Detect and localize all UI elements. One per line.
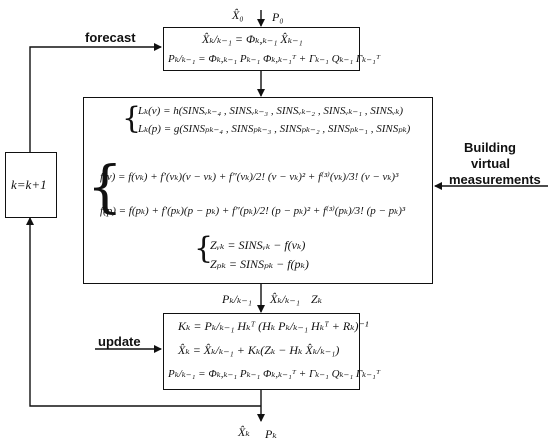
position-measurement-model: Lₖ(p) = g(SINSₚₖ₋₄ , SINSₚₖ₋₃ , SINSₚₖ₋₂…	[138, 123, 411, 135]
velocity-taylor-expansion: f(v) = f(vₖ) + f′(vₖ)(v − vₖ) + f″(vₖ)/2…	[100, 171, 399, 183]
measurement-label: Zₖ	[311, 292, 323, 306]
covariance-update-equation: Pₖ/ₖ₋₁ = Φₖ,ₖ₋₁ Pₖ₋₁ Φₖ,ₖ₋₁ᵀ + Γₖ₋₁ Qₖ₋₁…	[168, 368, 381, 380]
output-state-label: X̂ₖ	[238, 425, 250, 439]
taylor-expansion-brace: {	[87, 155, 123, 220]
state-prediction-equation: X̂ₖ/ₖ₋₁ = Φₖ,ₖ₋₁ X̂ₖ₋₁	[202, 32, 303, 46]
predicted-state-label: X̂ₖ/ₖ₋₁	[270, 292, 300, 306]
initial-state-label: X̂₀	[232, 8, 244, 22]
virtual-measurements-label-line1: Building	[464, 140, 516, 155]
virtual-measurement-brace: {	[194, 231, 214, 266]
state-update-equation: X̂ₖ = X̂ₖ/ₖ₋₁ + Kₖ(Zₖ − Hₖ X̂ₖ/ₖ₋₁)	[178, 343, 340, 357]
position-virtual-measurement: Zₚₖ = SINSₚₖ − f(pₖ)	[210, 257, 309, 271]
iteration-box: k=k+1	[5, 152, 57, 218]
update-box: Kₖ = Pₖ/ₖ₋₁ Hₖᵀ (Hₖ Pₖ/ₖ₋₁ Hₖᵀ + Rₖ)⁻¹ X…	[163, 313, 380, 390]
predicted-covariance-label: Pₖ/ₖ₋₁	[222, 292, 252, 306]
kalman-gain-equation: Kₖ = Pₖ/ₖ₋₁ Hₖᵀ (Hₖ Pₖ/ₖ₋₁ Hₖᵀ + Rₖ)⁻¹	[178, 319, 369, 333]
virtual-measurement-box: { Lₖ(v) = h(SINSᵥₖ₋₄ , SINSᵥₖ₋₃ , SINSᵥₖ…	[83, 97, 433, 284]
velocity-virtual-measurement: Zᵥₖ = SINSᵥₖ − f(vₖ)	[210, 238, 306, 252]
measurement-model-brace: {	[122, 101, 142, 136]
position-taylor-expansion: f(p) = f(pₖ) + f′(pₖ)(p − pₖ) + f″(pₖ)/2…	[100, 205, 406, 217]
iteration-label: k=k+1	[11, 177, 47, 192]
loop-return-line	[26, 217, 261, 407]
virtual-measurements-label-line2: virtual	[471, 156, 511, 171]
covariance-prediction-equation: Pₖ/ₖ₋₁ = Φₖ,ₖ₋₁ Pₖ₋₁ Φₖ,ₖ₋₁ᵀ + Γₖ₋₁ Qₖ₋₁…	[168, 53, 381, 65]
forecast-box: X̂ₖ/ₖ₋₁ = Φₖ,ₖ₋₁ X̂ₖ₋₁ Pₖ/ₖ₋₁ = Φₖ,ₖ₋₁ P…	[163, 27, 380, 71]
forecast-label: forecast	[85, 30, 136, 45]
update-label: update	[98, 334, 141, 349]
virtual-measurements-label-line3: measurements	[449, 172, 541, 187]
output-covariance-label: Pₖ	[265, 427, 277, 441]
initial-covariance-label: P₀	[272, 10, 284, 24]
loop-to-forecast-line	[29, 43, 162, 152]
velocity-measurement-model: Lₖ(v) = h(SINSᵥₖ₋₄ , SINSᵥₖ₋₃ , SINSᵥₖ₋₂…	[138, 105, 404, 117]
